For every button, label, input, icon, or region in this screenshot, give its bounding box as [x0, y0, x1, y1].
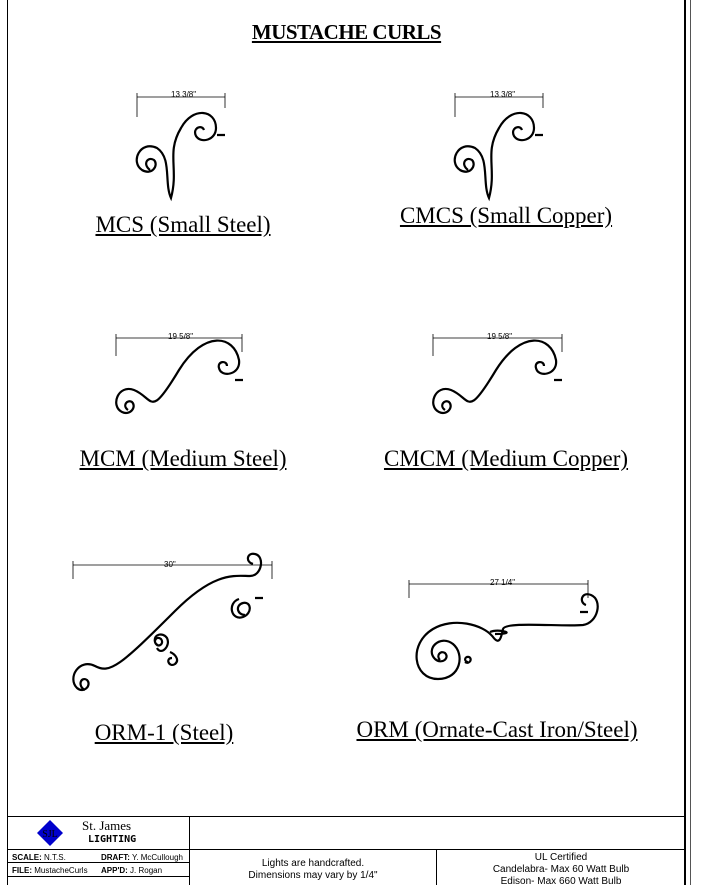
row-line	[7, 876, 189, 877]
ul-edison: Edison- Max 660 Watt Bulb	[500, 876, 622, 887]
appd-value: J. Rogan	[130, 866, 163, 875]
dimension-lines	[72, 93, 589, 598]
note-line-1: Lights are handcrafted.	[261, 858, 365, 869]
curl-cmcm	[432, 339, 562, 415]
page-title: MUSTACHE CURLS	[251, 20, 442, 44]
row-line	[7, 862, 189, 863]
appd-label: APP'D:	[101, 866, 128, 875]
note-line-2: Dimensions may vary by 1/4"	[248, 870, 378, 881]
page-edge	[690, 0, 691, 885]
handcrafted-note: Lights are handcrafted. Dimensions may v…	[190, 858, 436, 882]
ul-certified: UL Certified	[534, 852, 588, 863]
company-lighting: LIGHTING	[88, 834, 137, 845]
scale-value: N.T.S.	[44, 853, 66, 862]
dimension-label-orm1: 30"	[164, 560, 176, 569]
product-label-mcs: MCS (Small Steel)	[95, 212, 271, 237]
curl-shapes	[72, 111, 599, 692]
titleblock-divider	[189, 816, 190, 885]
draft-label: DRAFT:	[101, 853, 130, 862]
product-label-orm: ORM (Ornate-Cast Iron/Steel)	[356, 717, 638, 742]
product-label-cmcm: CMCM (Medium Copper)	[383, 446, 629, 471]
dimension-label-cmcs: 13 3/8"	[490, 90, 516, 99]
product-label-orm1: ORM-1 (Steel)	[94, 720, 234, 745]
product-label-mcm: MCM (Medium Steel)	[79, 446, 287, 471]
product-label-cmcs: CMCS (Small Copper)	[399, 203, 613, 228]
curl-orm	[415, 593, 599, 681]
dimension-label-orm: 27 1/4"	[490, 578, 516, 587]
curl-cmcs	[453, 111, 543, 202]
dimension-label-cmcm: 19 5/8"	[487, 332, 513, 341]
draft-value: Y. McCullough	[131, 853, 183, 862]
curl-orm1	[72, 552, 263, 692]
company-name: St. James	[82, 818, 132, 833]
dimension-label-mcs: 13 3/8"	[171, 90, 197, 99]
file-value: MustacheCurls	[34, 866, 88, 875]
ul-candelabra: Candelabra- Max 60 Watt Bulb	[492, 864, 630, 875]
titleblock-divider-2	[436, 849, 437, 885]
file-label: FILE:	[12, 866, 32, 875]
page-border-left	[7, 0, 8, 885]
curl-mcs	[135, 111, 225, 202]
scale-label: SCALE:	[12, 853, 42, 862]
page-border-right	[684, 0, 686, 885]
curl-mcm	[115, 339, 243, 415]
titleblock-mid-line	[7, 849, 685, 850]
titleblock-top-line	[7, 816, 685, 817]
ul-certification: UL Certified Candelabra- Max 60 Watt Bul…	[437, 852, 685, 888]
dimension-label-mcm: 19 5/8"	[168, 332, 194, 341]
